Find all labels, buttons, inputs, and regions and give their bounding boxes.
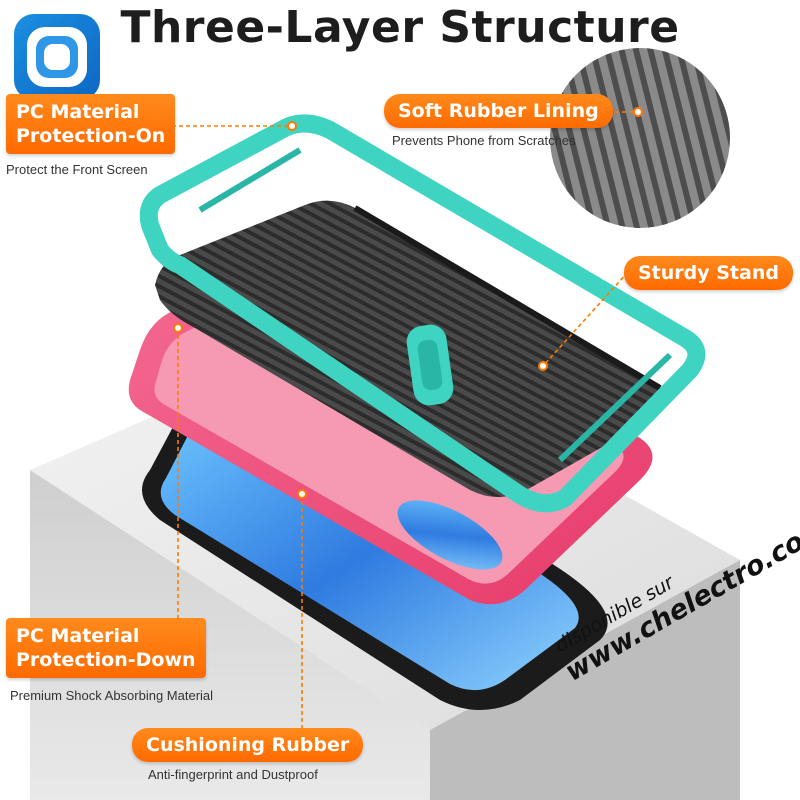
page-title: Three-Layer Structure <box>120 2 680 53</box>
badge-line-2: Protection-On <box>16 125 166 147</box>
badge-line-2: Protection-Down <box>16 649 196 671</box>
sturdy-stand-badge: Sturdy Stand <box>624 256 793 290</box>
badge-line-1: PC Material <box>16 101 140 123</box>
brand-logo-icon <box>14 14 100 100</box>
kickstand <box>406 324 454 406</box>
pc-material-top-desc: Protect the Front Screen <box>6 162 148 177</box>
badge-line-1: PC Material <box>16 625 140 647</box>
callout-dots <box>173 107 643 499</box>
pc-material-bottom-desc: Premium Shock Absorbing Material <box>10 688 214 703</box>
callout-leaders <box>165 111 638 730</box>
cushioning-rubber-badge: Cushioning Rubber <box>132 728 364 762</box>
teal-pc-frame <box>139 114 706 513</box>
soft-rubber-badge: Soft Rubber Lining <box>384 94 613 128</box>
cushioning-rubber-desc: Anti-fingerprint and Dustproof <box>148 767 318 782</box>
texture-zoom-circle <box>546 44 734 232</box>
pc-material-top-badge: PC Material Protection-On <box>6 94 176 154</box>
pc-material-bottom-badge: PC Material Protection-Down <box>6 618 206 678</box>
soft-rubber-desc: Prevents Phone from Scratches <box>392 133 576 148</box>
